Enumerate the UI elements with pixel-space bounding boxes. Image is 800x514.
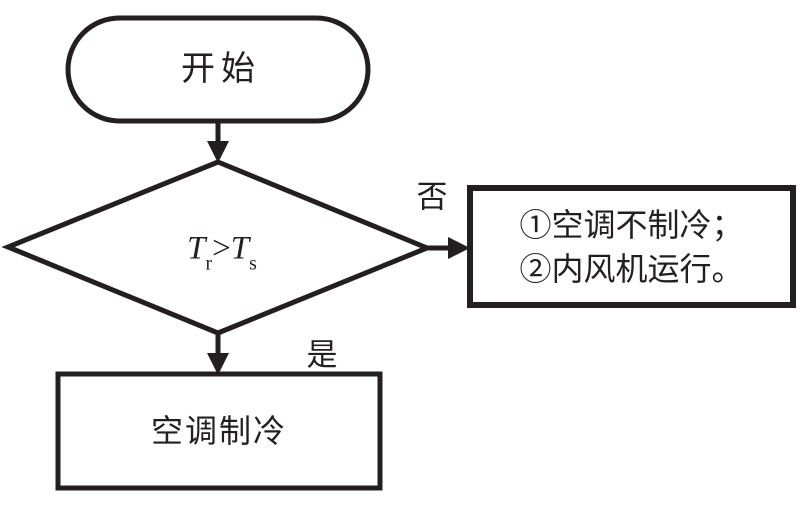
start-label: 开始 xyxy=(181,51,261,88)
no-box-text: ①空调不制冷； ②内风机运行。 xyxy=(470,188,793,305)
yes-box-shape xyxy=(55,371,383,491)
yes-branch-label: 是 xyxy=(306,337,338,373)
no-branch-label: 否 xyxy=(416,179,448,215)
yes-box-label: 空调制冷 xyxy=(150,413,288,449)
condition-var1: T xyxy=(187,230,206,267)
no-box-shape xyxy=(467,185,796,308)
arrow-start-to-decision xyxy=(207,121,229,163)
decision-condition: Tr>Ts xyxy=(187,230,257,273)
condition-var1-subscript: r xyxy=(205,252,213,275)
no-box-line1: ①空调不制冷； xyxy=(519,206,744,243)
condition-var2: T xyxy=(230,230,250,267)
arrow-decision-to-no-box xyxy=(427,237,470,259)
no-box-line2: ②内风机运行。 xyxy=(519,250,744,287)
condition-var2-subscript: s xyxy=(249,252,257,275)
condition-operator: > xyxy=(212,230,231,267)
arrow-decision-to-yes-box xyxy=(207,333,229,375)
